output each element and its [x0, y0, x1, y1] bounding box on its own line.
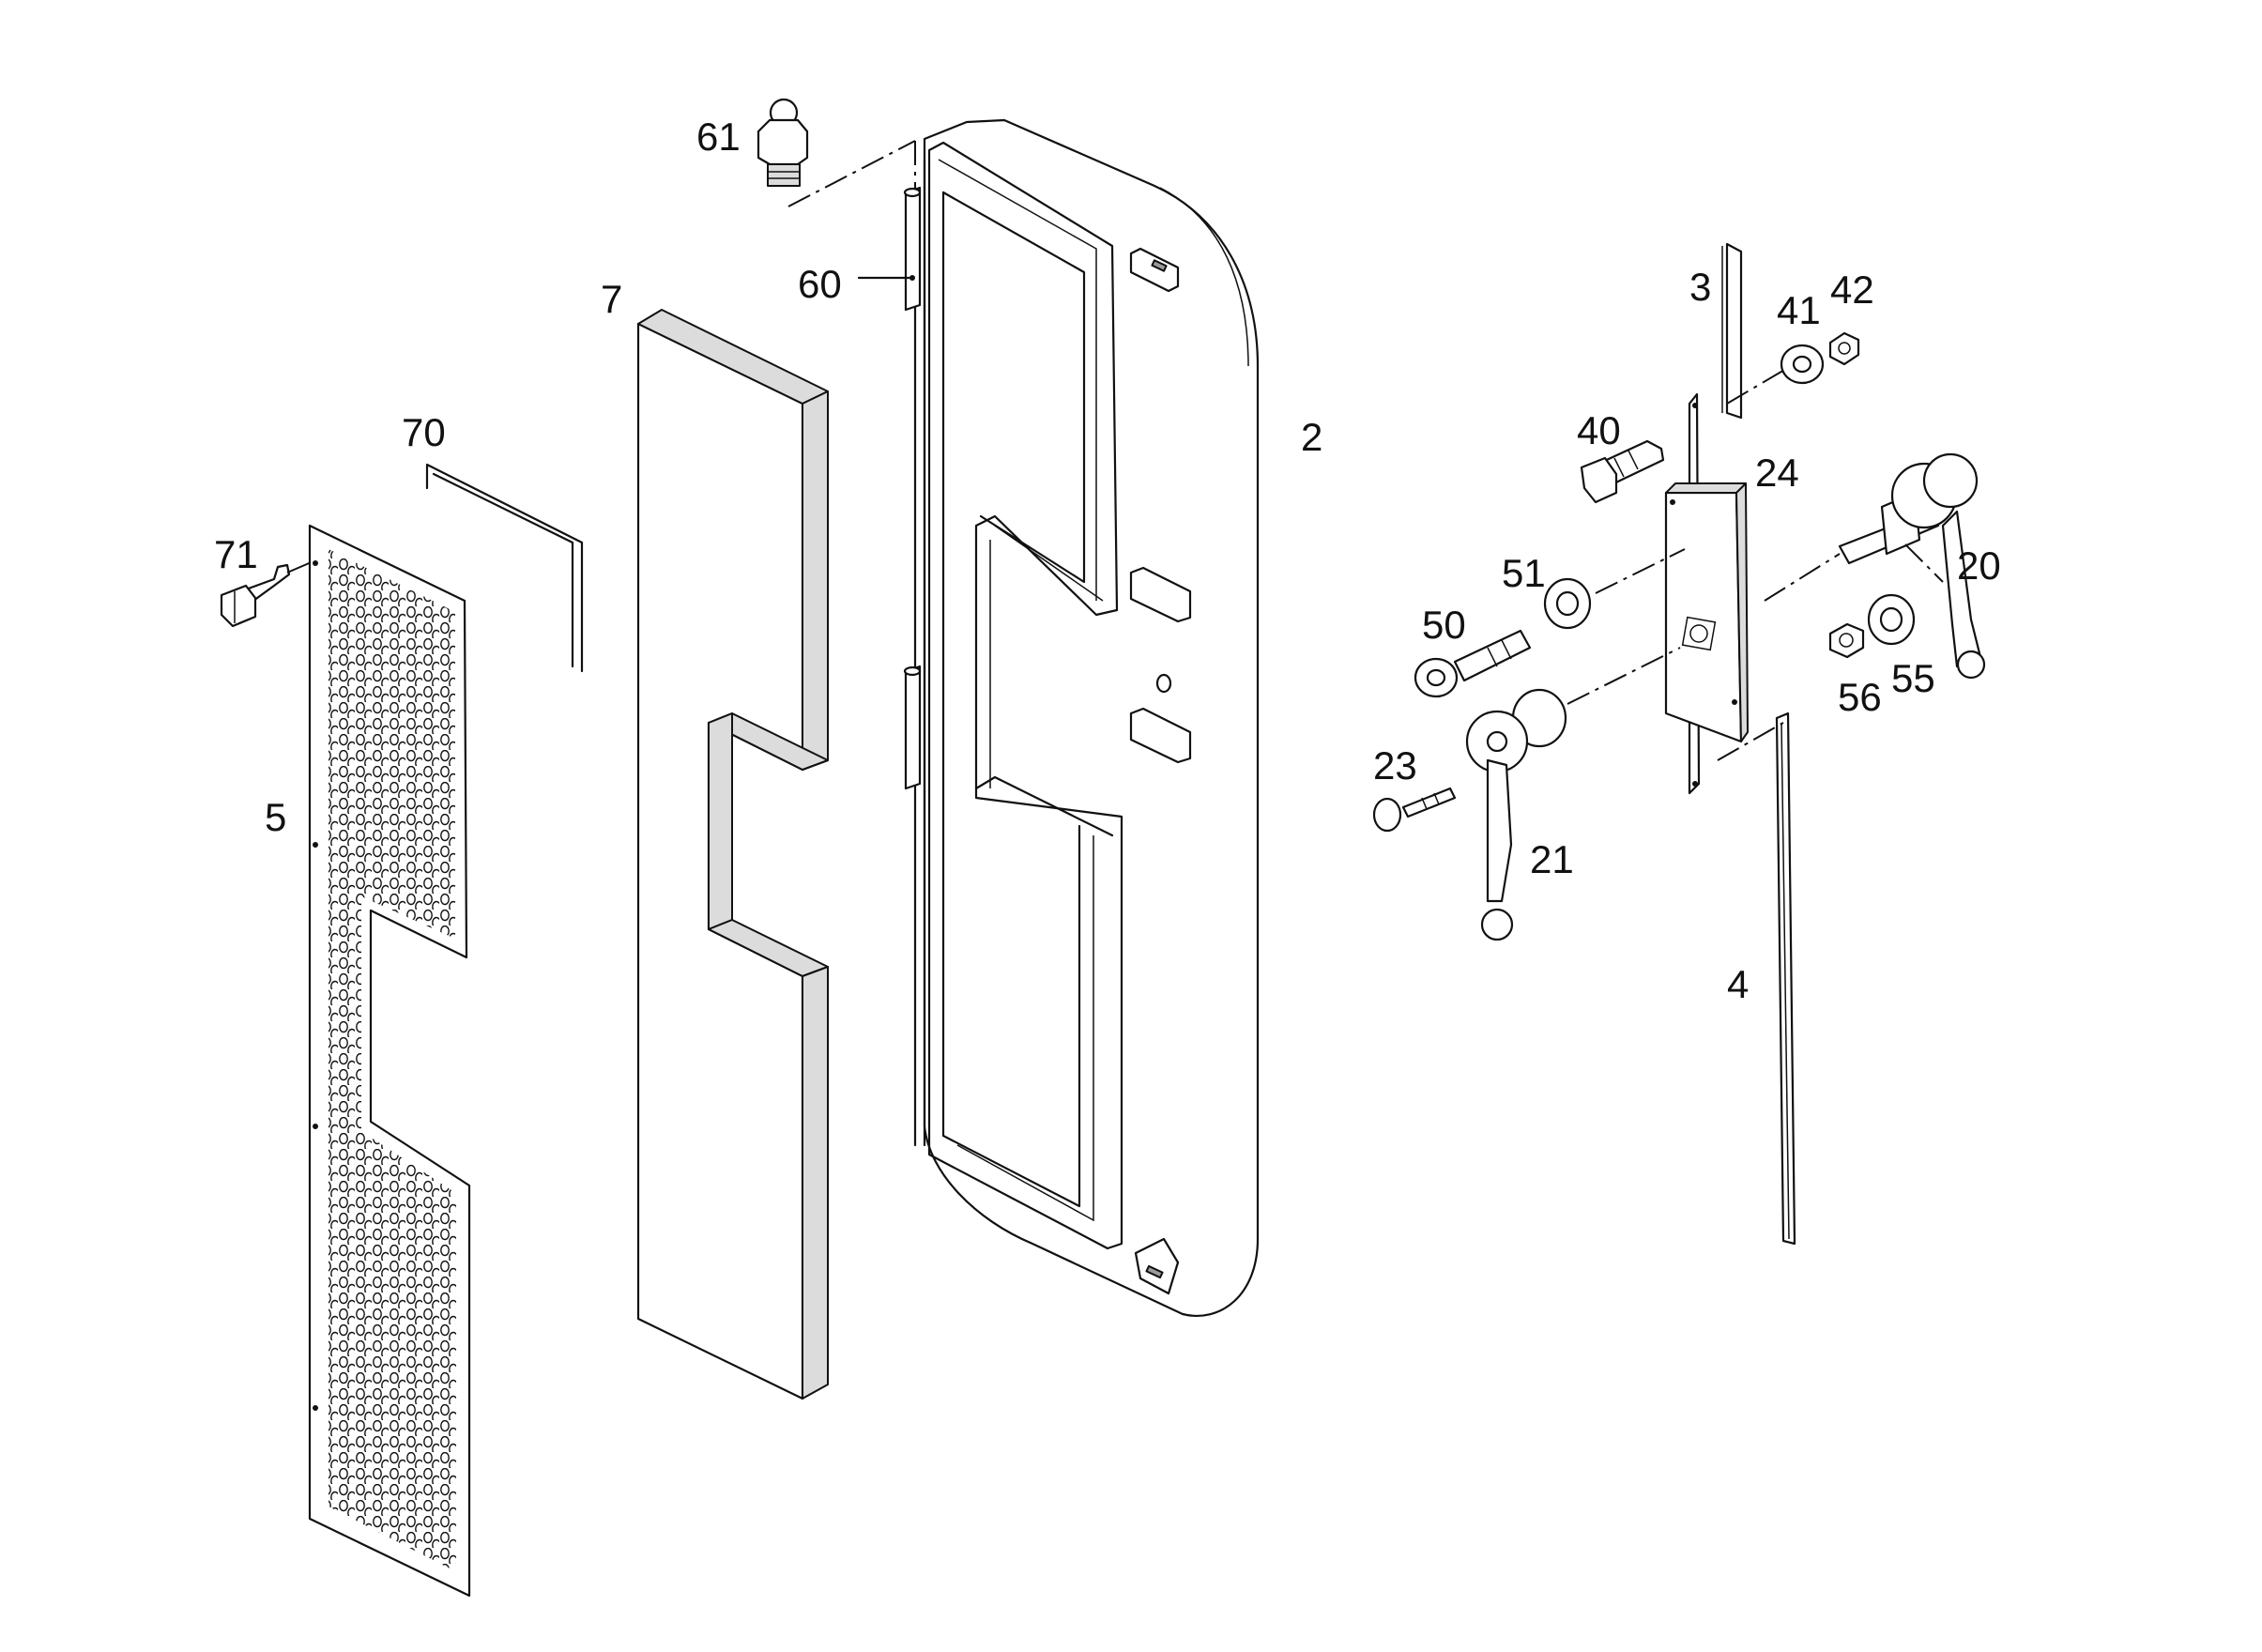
- screw-part-23: [1372, 787, 1457, 833]
- label-part-71: 71: [214, 532, 258, 576]
- label-part-50: 50: [1422, 603, 1466, 647]
- insulation-block-part-7: [636, 309, 829, 1400]
- gasket-strip-part-70: [425, 463, 584, 673]
- handle-part-21: [1465, 647, 1681, 941]
- label-part-7: 7: [601, 277, 622, 321]
- label-part-40: 40: [1577, 408, 1621, 452]
- label-part-4: 4: [1727, 962, 1749, 1006]
- lock-body-part-24: [1664, 392, 1749, 795]
- perforated-panel-part-5: [308, 524, 471, 1598]
- label-part-21: 21: [1530, 837, 1574, 881]
- upper-rod-part-3: [1721, 242, 1808, 420]
- grease-nipple-part-61: [757, 98, 916, 207]
- label-part-61: 61: [696, 115, 741, 159]
- bolt-part-40: [1580, 439, 1665, 504]
- door-panel-part-2: [857, 118, 1260, 1317]
- label-part-51: 51: [1502, 551, 1546, 595]
- bolt-part-71: [220, 560, 314, 628]
- nut-part-42: [1828, 331, 1860, 366]
- washer-part-55: [1867, 593, 1916, 646]
- label-part-60: 60: [798, 262, 842, 306]
- label-part-41: 41: [1777, 288, 1821, 332]
- label-part-24: 24: [1755, 451, 1799, 495]
- label-part-23: 23: [1373, 743, 1417, 788]
- handle-part-20: [1764, 452, 1986, 680]
- label-part-70: 70: [402, 410, 446, 454]
- washer-part-51: [1543, 548, 1686, 630]
- label-part-3: 3: [1689, 265, 1711, 309]
- label-part-42: 42: [1830, 268, 1874, 312]
- socket-bolt-part-50: [1414, 629, 1532, 698]
- label-part-2: 2: [1301, 415, 1322, 459]
- nut-part-56: [1828, 622, 1865, 659]
- label-part-55: 55: [1891, 656, 1935, 700]
- label-part-56: 56: [1838, 675, 1882, 719]
- hinge-part-60: [903, 186, 922, 790]
- washer-part-41: [1780, 344, 1825, 385]
- lower-rod-part-4: [1717, 711, 1796, 1246]
- label-part-5: 5: [265, 795, 286, 839]
- label-part-20: 20: [1957, 543, 2001, 588]
